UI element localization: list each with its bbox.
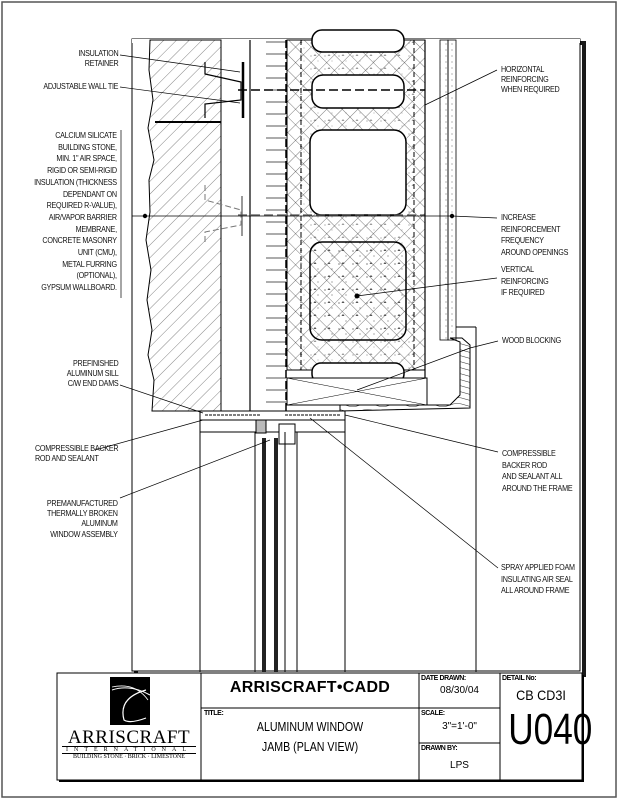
label-line: INSULATING AIR SEAL [501,574,573,584]
label-line: RIGID OR SEMI-RIGID [47,166,117,176]
drawn-by-caption: DRAWN BY: [421,745,458,752]
label-line: CALCIUM SILICATE [55,131,117,140]
label-line: ALUMINUM SILL [66,369,118,379]
label-line: PREMANUFACTURED [47,499,118,508]
label-line: REINFORCING [501,75,549,85]
label-line: DEPENDANT ON [63,189,117,199]
label-sill: PREFINISHED ALUMINUM SILL C/W END DAMS [66,359,118,390]
label-line: MEMBRANE, [75,224,117,234]
label-line: WOOD BLOCKING [502,336,561,345]
label-line: FREQUENCY [501,236,544,245]
label-line: ALL AROUND FRAME [501,586,570,595]
label-spray-foam: SPRAY APPLIED FOAM INSULATING AIR SEAL A… [501,562,575,597]
detail-code: CB CD3I [516,687,566,703]
label-line: METAL FURRING [62,259,118,269]
label-adjustable-wall-tie: ADJUSTABLE WALL TIE [43,82,118,92]
label-line: VERTICAL [501,265,534,274]
date-value: 08/30/04 [440,685,479,696]
label-increase-reinforcement: INCREASE REINFORCEMENT FREQUENCY AROUND … [501,212,568,258]
detail-number: U040 [508,705,593,754]
label-line: GYPSUM WALLBOARD. [41,283,117,293]
label-line: INCREASE [501,213,536,222]
label-insulation-retainer: INSULATION RETAINER [78,49,118,69]
label-line: UNIT (CMU), [78,248,117,258]
label-line: WHEN REQUIRED [501,85,560,95]
label-backer-rod-frame: COMPRESSIBLE BACKER ROD AND SEALANT ALL … [502,448,573,494]
label-line: BACKER ROD [502,460,547,470]
logo-tagline: BUILDING STONE · BRICK · LIMESTONE [73,754,185,760]
label-window-assembly: PREMANUFACTURED THERMALLY BROKEN ALUMINU… [47,499,118,540]
title-line: JAMB (PLAN VIEW) [261,740,359,754]
scale-caption: SCALE: [421,710,445,717]
label-line: SPRAY APPLIED FOAM [501,563,575,572]
label-line: RETAINER [84,59,118,69]
label-line: THERMALLY BROKEN [47,509,118,519]
scale-value: 3"=1'-0" [442,721,477,732]
label-horizontal-reinforcing: HORIZONTAL REINFORCING WHEN REQUIRED [501,65,560,96]
label-line: ADJUSTABLE WALL TIE [43,82,118,91]
label-line: AROUND OPENINGS [501,247,569,257]
date-caption: DATE DRAWN: [421,675,466,682]
title-line: ALUMINUM WINDOW [256,720,364,734]
label-line: MIN. 1" AIR SPACE, [56,154,118,164]
logo-sub: INTERNATIONAL [62,746,196,754]
label-line: ROD AND SEALANT [35,454,99,464]
title-caption: TITLE: [204,710,224,717]
label-line: REINFORCING [501,276,549,286]
drawn-by-value: LPS [450,760,469,771]
label-line: HORIZONTAL [501,65,545,74]
label-line: CONCRETE MASONRY [42,236,118,246]
label-line: INSULATION (THICKNESS [34,177,117,187]
label-line: BUILDING STONE, [58,142,117,152]
logo-name: ARRISCRAFT [67,727,191,748]
label-line: IF REQUIRED [501,288,545,297]
label-wood-blocking: WOOD BLOCKING [502,336,561,346]
label-vertical-reinforcing: VERTICAL REINFORCING IF REQUIRED [501,264,549,299]
label-wall-assembly: CALCIUM SILICATE BUILDING STONE, MIN. 1"… [34,130,117,294]
label-line: C/W END DAMS [67,379,118,389]
label-line: COMPRESSIBLE [502,449,556,458]
drawing-title: ALUMINUM WINDOW JAMB (PLAN VIEW) [217,717,402,757]
label-line: (OPTIONAL), [76,271,118,281]
arriscraft-logo-mark [110,677,151,725]
label-backer-rod: COMPRESSIBLE BACKER ROD AND SEALANT [35,444,119,464]
label-line: COMPRESSIBLE BACKER [35,444,119,453]
label-line: AROUND THE FRAME [502,483,573,493]
label-line: ALUMINUM [81,519,119,529]
label-line: AND SEALANT ALL [502,472,563,481]
label-line: REQUIRED R-VALUE), [46,201,117,211]
label-line: INSULATION [78,49,118,58]
label-line: AIR/VAPOR BARRIER [48,212,118,222]
label-line: REINFORCEMENT [501,224,561,234]
label-line: WINDOW ASSEMBLY [50,529,119,539]
detail-caption: DETAIL No: [502,675,537,682]
brand-title: ARRISCRAFT•CADD [229,679,391,696]
label-line: PREFINISHED [72,359,119,368]
